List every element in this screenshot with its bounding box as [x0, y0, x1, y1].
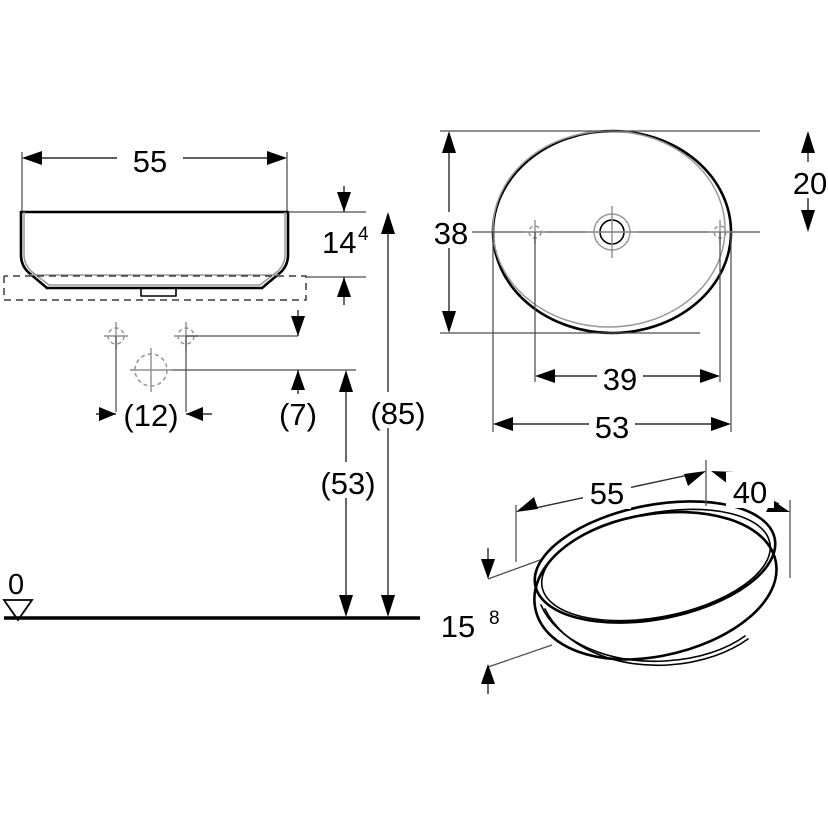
dim-label-20: 20: [793, 166, 827, 201]
arrowhead-down: [337, 192, 351, 212]
iso-ext-15-bottom: [487, 644, 553, 668]
datum-zero-marker: 0: [2, 569, 34, 622]
arrowhead-iso-55-left: [516, 497, 538, 512]
dim-edge-20: 20: [789, 131, 828, 232]
iso-rim-inner: [540, 508, 772, 622]
dim-label-53-plan: 53: [595, 410, 629, 445]
countertop-hidden-outline: [3, 275, 307, 301]
arrowhead-down-53: [339, 595, 353, 617]
arrowhead-left: [22, 151, 42, 165]
dim-label-7: (7): [279, 397, 317, 432]
taphole-centermarks-plan: [523, 220, 732, 382]
iso-ext-15-top: [487, 559, 541, 580]
arrowhead-up-53: [339, 370, 353, 392]
arrowhead-up: [337, 277, 351, 297]
dim-label-14-superscript: 4: [358, 224, 369, 245]
datum-triangle-icon: [2, 599, 34, 622]
dim-label-15: 15: [441, 609, 475, 644]
dim-iso-40: 40: [711, 471, 791, 578]
dim-label-85: (85): [370, 396, 425, 431]
arrowhead-up-20: [801, 131, 815, 153]
dim-label-55-front: 55: [133, 144, 167, 179]
view-perspective: 55 40 15 8: [441, 460, 791, 694]
dim-taphole-39: 39: [535, 358, 720, 397]
dim-width-53-plan: 53: [493, 406, 731, 445]
arrowhead-inward-left: [99, 407, 116, 421]
dim-taphole-12: (12): [96, 396, 212, 433]
iso-foot-arc-2: [544, 608, 749, 667]
arrowhead-down-20: [801, 210, 815, 232]
dim-height-14-4: 14 4: [288, 186, 369, 305]
view-front-elevation: 55: [2, 140, 436, 622]
dim-offset-7: (7): [279, 310, 317, 432]
dim-iso-55: 55: [515, 460, 707, 562]
drain-centermark: [586, 206, 638, 258]
arrowhead-up-85: [381, 212, 395, 234]
arrowhead-iso-55-right: [684, 471, 706, 486]
arrowhead-right-53: [711, 417, 731, 431]
dim-iso-15-8: 15 8: [441, 548, 553, 694]
arrowhead-down-38: [442, 311, 456, 333]
arrowhead-down-85: [381, 595, 395, 617]
iso-rim-outer: [533, 500, 777, 624]
dim-label-55-iso: 55: [590, 476, 624, 511]
dim-label-53-front: (53): [320, 466, 375, 501]
view-top-plan: 38 20 39: [430, 129, 828, 445]
dim-depth-38: 38: [430, 131, 472, 333]
dim-label-39: 39: [603, 362, 637, 397]
arrowhead-left-39: [535, 369, 555, 383]
dim-width-55: 55: [21, 140, 288, 212]
dim-label-40-iso: 40: [733, 475, 767, 510]
arrowhead-up-7a: [291, 316, 305, 336]
arrowhead-right-39: [700, 369, 720, 383]
dim-label-15-superscript: 8: [489, 608, 500, 629]
arrowhead-iso-15-up: [481, 664, 495, 684]
dim-height-53: (53): [313, 370, 383, 617]
arrowhead-up-38: [442, 131, 456, 153]
datum-label-zero: 0: [8, 569, 24, 601]
dim-label-38: 38: [434, 216, 468, 251]
arrowhead-iso-15-down: [481, 559, 495, 579]
arrowhead-up-7b: [291, 370, 305, 390]
dim-label-12: (12): [123, 398, 178, 433]
arrowhead-inward-right: [186, 407, 203, 421]
arrowhead-left-53: [493, 417, 513, 431]
dim-height-85: (85): [360, 212, 436, 617]
taphole-centermarks-elevation: [104, 322, 356, 412]
basin-section-outline: [19, 210, 290, 297]
dim-label-14: 14: [322, 225, 356, 260]
arrowhead-right: [267, 151, 287, 165]
